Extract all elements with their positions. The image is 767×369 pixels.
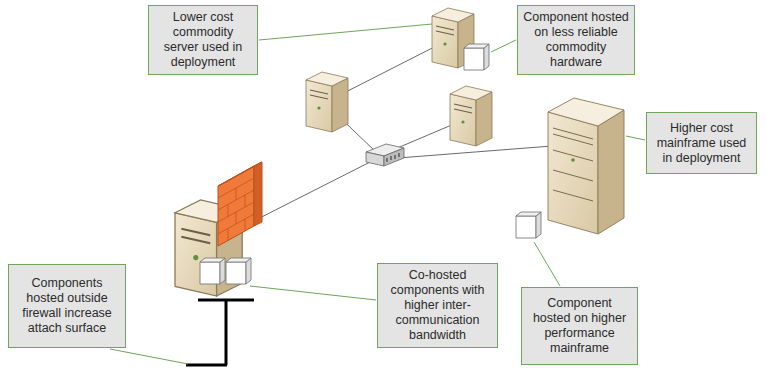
leader-line bbox=[110, 24, 645, 364]
network-wire bbox=[232, 40, 552, 232]
component-cube bbox=[464, 44, 489, 70]
callout-box: Component hosted on higher performance m… bbox=[521, 287, 638, 365]
callout-box: Components hosted outside firewall incre… bbox=[8, 264, 126, 348]
component-cube bbox=[200, 258, 225, 284]
callout-text: Components hosted outside firewall incre… bbox=[14, 276, 120, 336]
mainframe bbox=[548, 98, 624, 234]
network-switch bbox=[366, 144, 404, 166]
firewall bbox=[218, 162, 262, 246]
callout-text: Component hosted on higher performance m… bbox=[527, 296, 632, 356]
callout-text: Co-hosted components with higher inter-c… bbox=[383, 268, 492, 343]
callout-text: Component hosted on less reliable commod… bbox=[523, 10, 629, 70]
callout-box: Component hosted on less reliable commod… bbox=[517, 5, 635, 75]
commodity-server bbox=[450, 86, 492, 146]
external-bus bbox=[186, 300, 254, 365]
callout-box: Lower cost commodity server used in depl… bbox=[148, 5, 258, 75]
commodity-server bbox=[306, 72, 348, 132]
callout-text: Higher cost mainframe used in deployment bbox=[652, 121, 751, 166]
callout-box: Co-hosted components with higher inter-c… bbox=[377, 263, 498, 348]
callout-text: Lower cost commodity server used in depl… bbox=[154, 10, 252, 70]
component-cube bbox=[516, 212, 541, 238]
component-cube bbox=[226, 258, 251, 284]
callout-box: Higher cost mainframe used in deployment bbox=[646, 112, 757, 174]
